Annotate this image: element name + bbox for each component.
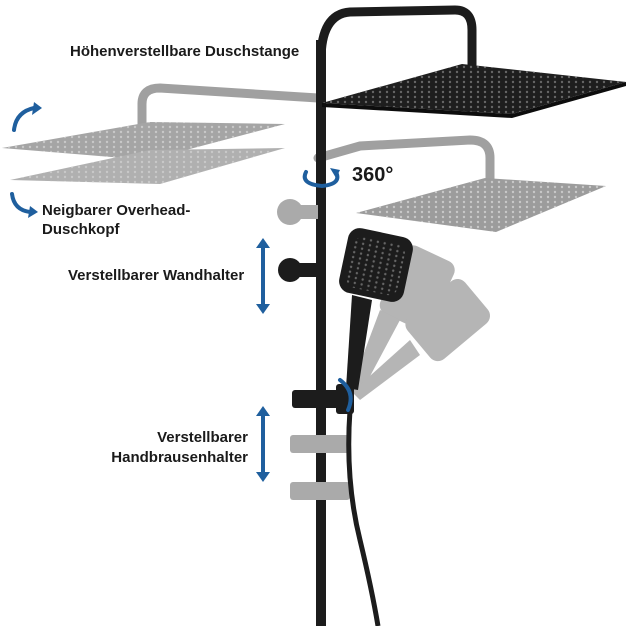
label-holder-line1: Verstellbarer xyxy=(157,429,248,446)
rotate-360-icon xyxy=(302,170,340,189)
ghost-wall-bracket xyxy=(277,199,303,225)
label-overhead-line2: Duschkopf xyxy=(42,221,120,238)
ghost-holders xyxy=(290,435,350,500)
shower-hose xyxy=(346,409,381,626)
ghost-overhead-arm-left xyxy=(137,83,495,185)
tilt-arrow-up-icon xyxy=(12,106,36,132)
overhead-arm xyxy=(316,5,477,70)
label-pole: Höhenverstellbare Duschstange xyxy=(70,43,300,60)
shower-pole xyxy=(316,40,326,626)
label-holder-line2: Handbrausenhalter xyxy=(111,449,248,466)
label-overhead-line1: Neigbarer Overhead- xyxy=(42,202,191,219)
tilt-arrow-down-icon xyxy=(10,192,32,214)
hand-shower xyxy=(339,228,413,390)
label-rotation: 360° xyxy=(352,164,394,186)
swivel-arrow-icon xyxy=(338,378,353,412)
wall-bracket xyxy=(278,258,302,282)
label-wall-bracket: Verstellbarer Wandhalter xyxy=(68,267,245,284)
